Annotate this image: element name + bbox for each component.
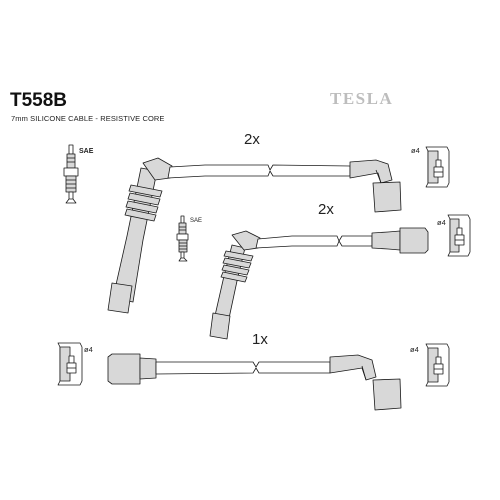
lead-3-cable <box>155 361 331 375</box>
spark-plug-1-label: SAE <box>79 148 94 155</box>
lead-3-quantity: 1x <box>252 331 268 348</box>
lead-2-coil-body <box>399 227 429 254</box>
terminal-3-diameter: ø4 <box>84 345 93 354</box>
brand-logo: TESLA <box>330 89 394 108</box>
lead-1-coil-boot <box>349 159 393 184</box>
lead-2-coil-boot <box>371 230 401 251</box>
lead-2 <box>209 227 429 340</box>
lead-1 <box>107 157 402 314</box>
part-code: T558B <box>10 90 68 111</box>
lead-1-sleeve <box>107 282 133 314</box>
lead-1-bend-line <box>375 169 382 184</box>
terminal-4-icon <box>425 343 450 387</box>
lead-2-cable <box>255 235 373 249</box>
lead-3 <box>107 353 402 411</box>
spark-plug-2-icon <box>176 215 189 262</box>
terminal-1-diameter: ø4 <box>411 146 420 155</box>
lead-3-coil-boot-right <box>329 354 377 381</box>
lead-3-bend-line <box>361 365 367 381</box>
cable-spec: 7mm SILICONE CABLE - RESISTIVE CORE <box>11 114 165 123</box>
terminal-2-icon <box>447 214 471 257</box>
lead-1-ribs <box>124 184 163 222</box>
lead-3-coil-boot-left <box>139 357 157 380</box>
lead-2-ribs <box>220 250 254 283</box>
terminal-4-diameter: ø4 <box>410 345 419 354</box>
terminal-3-icon <box>57 342 83 386</box>
lead-1-quantity: 2x <box>244 131 260 148</box>
lead-2-quantity: 2x <box>318 201 334 218</box>
lead-3-coil-body-right <box>372 378 402 411</box>
spark-plug-1-icon <box>63 144 79 204</box>
lead-2-sleeve <box>209 312 231 340</box>
spark-plug-2-label: SAE <box>190 218 203 224</box>
lead-1-cable <box>167 164 351 179</box>
lead-1-coil-body <box>372 181 402 213</box>
terminal-2-diameter: ø4 <box>437 218 446 227</box>
lead-3-coil-body-left <box>107 353 141 385</box>
terminal-1-icon <box>425 146 450 188</box>
